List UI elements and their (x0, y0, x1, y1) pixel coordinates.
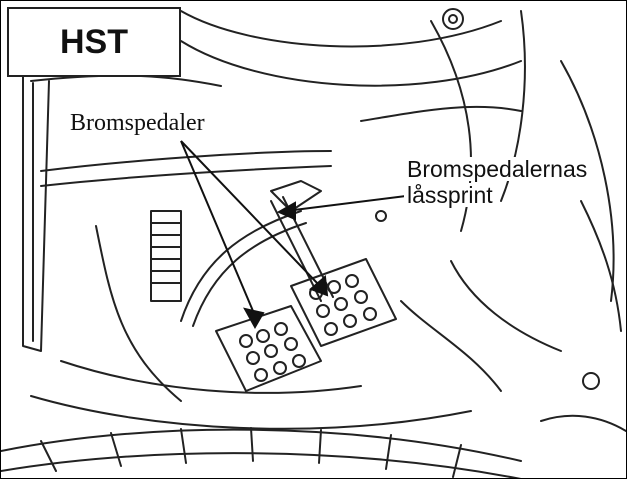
lock-pin (270, 180, 322, 212)
body-contour (180, 40, 522, 87)
bolt (442, 8, 464, 30)
brake-line (192, 222, 307, 327)
frame-line (40, 150, 332, 172)
title-box: HST (7, 7, 181, 77)
leader-line-left (180, 140, 254, 312)
body-contour (360, 105, 522, 122)
leader-line-pin (285, 195, 407, 212)
ribbed-cylinder (150, 222, 182, 284)
frame-line (30, 395, 472, 430)
left-post (22, 75, 50, 352)
wheel-tread (40, 427, 462, 478)
label-lock-pin-line1: Bromspedalernas (404, 157, 591, 181)
arrowhead-left (243, 307, 265, 330)
frame-line (400, 300, 502, 392)
ribbed-cylinder (150, 210, 182, 302)
body-contour (180, 10, 502, 48)
arrowhead-right (309, 275, 329, 297)
bolt (582, 372, 600, 390)
frame-line (95, 225, 182, 402)
arrowhead-pin (276, 201, 296, 221)
pedal-grip-pattern (239, 274, 377, 382)
leader-line-right (180, 140, 320, 286)
bolt (375, 210, 387, 222)
frame-line (60, 360, 362, 394)
fender-arc (580, 200, 622, 332)
wheel-arc (1, 452, 522, 478)
wheel-arc (1, 428, 522, 462)
bolt (448, 14, 458, 24)
frame-line (450, 260, 562, 352)
label-brake-pedals: Bromspedaler (67, 110, 208, 137)
fender-arc (560, 60, 615, 302)
frame-line (40, 165, 332, 187)
frame-line (540, 414, 626, 432)
brake-pedal-right (290, 258, 397, 347)
brake-line (180, 210, 302, 322)
label-lock-pin-line2: låssprint (404, 183, 496, 207)
brake-pedal-left (215, 305, 322, 392)
body-contour (30, 74, 222, 87)
body-contour (500, 10, 526, 202)
